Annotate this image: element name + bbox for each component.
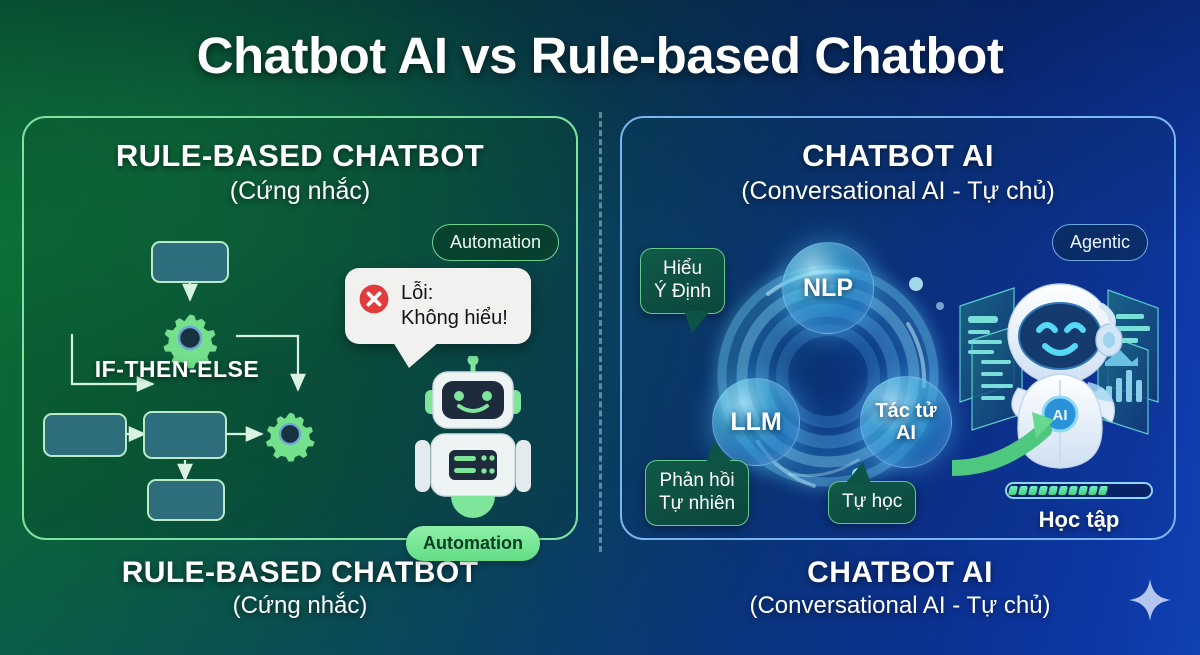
node-nlp[interactable]: NLP (782, 242, 874, 334)
footer-left-subtitle: (Cứng nhắc) (232, 592, 368, 619)
callout-phanhoi-line-2: Tự nhiên (659, 492, 736, 514)
callout-phanhoi-line-1: Phản hồi (659, 470, 735, 491)
footer-right-subtitle: (Conversational AI - Tự chủ) (749, 592, 1051, 619)
gear-upper-icon (163, 314, 218, 369)
error-line-2: Không hiểu! (401, 306, 508, 329)
node-ai-agent[interactable]: Tác tử AI (860, 376, 952, 468)
node-nlp-label: NLP (803, 273, 853, 302)
rule-bot-icon (415, 354, 531, 518)
badge-automation-top[interactable]: Automation (432, 224, 560, 261)
callout-tu-hoc[interactable]: Tự học (828, 462, 917, 524)
growth-arrow-icon (944, 412, 1054, 476)
callout-hieu-line-1: Hiểu (662, 258, 703, 279)
page-title: Chatbot AI vs Rule-based Chatbot (196, 27, 1004, 84)
callout-phan-hoi-tu-nhien[interactable]: Phản hồi Tự nhiên (645, 441, 750, 526)
error-speech-bubble: Lỗi: Không hiểu! (345, 268, 531, 368)
node-llm-label: LLM (730, 407, 782, 436)
flow-box-group (43, 241, 229, 521)
chatbot-ai-subheading: (Conversational AI - Tự chủ) (741, 177, 1055, 205)
rule-based-subheading: (Cứng nhắc) (229, 177, 371, 205)
progress-label: Học tập (1038, 507, 1120, 532)
sparkle-icon (1129, 579, 1171, 621)
chatbot-ai-heading: CHATBOT AI (802, 138, 994, 173)
left-data-panels (959, 287, 1023, 431)
node-ai-agent-line-1: Tác tử (875, 400, 937, 422)
error-text: Lỗi: Không hiểu! (401, 281, 508, 331)
rule-bot-illustration (413, 354, 533, 523)
rule-based-flowchart: IF-THEN-ELSE (40, 236, 340, 522)
progress-track[interactable] (1005, 482, 1153, 499)
error-line-1: Lỗi: (401, 282, 434, 304)
learning-progress: Học tập (1005, 482, 1153, 533)
panel-divider (599, 112, 602, 552)
callout-hieu-line-2: Ý Định (654, 280, 712, 302)
footer-right-title: CHATBOT AI (807, 556, 993, 589)
error-x-icon (359, 284, 389, 314)
ai-bot-icon: AI (944, 283, 1159, 476)
footer-caption-right: CHATBOT AI (Conversational AI - Tự chủ) (600, 556, 1200, 620)
flowchart-graphic (43, 241, 315, 521)
chatbot-ai-panel-header: CHATBOT AI (Conversational AI - Tự chủ) (622, 138, 1174, 206)
ai-chest-badge-text: AI (1053, 407, 1068, 424)
badge-automation-bottom[interactable]: Automation (406, 526, 540, 561)
if-then-else-label: IF-THEN-ELSE (94, 356, 260, 382)
callout-tuhoc-line-1: Tự học (842, 491, 903, 512)
ai-bot-illustration: AI (944, 262, 1168, 489)
rule-based-panel-header: RULE-BASED CHATBOT (Cứng nhắc) (24, 138, 576, 206)
footer-caption-left: RULE-BASED CHATBOT (Cứng nhắc) (0, 556, 600, 620)
footer-left-title: RULE-BASED CHATBOT (121, 556, 479, 589)
node-ai-agent-line-2: AI (895, 422, 916, 444)
rule-based-heading: RULE-BASED CHATBOT (115, 138, 485, 173)
node-ai-agent-label: Tác tử AI (875, 400, 936, 444)
callout-hieu-y-dinh[interactable]: Hiểu Ý Định (640, 248, 726, 333)
badge-agentic[interactable]: Agentic (1052, 224, 1149, 261)
gear-lower-icon (265, 412, 315, 462)
